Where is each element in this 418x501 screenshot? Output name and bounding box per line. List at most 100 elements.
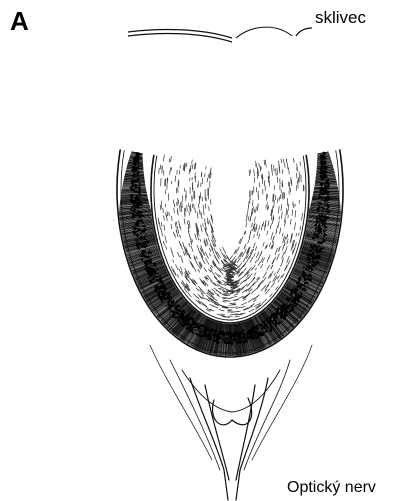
- pigment-dot: [326, 227, 328, 229]
- pigment-dot: [136, 175, 138, 177]
- pigment-dot: [312, 249, 313, 250]
- mesenchyme-stroke: [267, 231, 268, 235]
- mesenchyme-stroke: [247, 212, 248, 217]
- mesenchyme-stroke: [222, 280, 227, 283]
- pigment-dot: [324, 183, 326, 185]
- pigment-dot: [321, 166, 323, 168]
- mesenchyme-stroke: [282, 252, 285, 259]
- pigment-dot: [155, 289, 158, 292]
- panel-letter: A: [10, 8, 29, 34]
- pigment-dot: [239, 331, 241, 333]
- pigment-dot: [138, 225, 140, 227]
- pigment-dot: [290, 304, 292, 306]
- mesenchyme-stroke: [281, 159, 282, 163]
- pigment-dot: [325, 163, 326, 164]
- pigment-dot: [193, 329, 195, 331]
- pigment-dot: [205, 329, 208, 332]
- mesenchyme-stroke: [209, 253, 210, 256]
- mesenchyme-stroke: [261, 264, 263, 268]
- pigment-dot: [139, 237, 140, 238]
- pigment-dot: [318, 250, 321, 253]
- mesenchyme-stroke: [180, 267, 182, 271]
- pigment-dot: [140, 211, 143, 214]
- mesenchyme-stroke: [210, 304, 214, 306]
- pigment-dot: [219, 337, 222, 340]
- pigment-dot: [139, 202, 141, 204]
- mesenchyme-stroke: [258, 262, 260, 266]
- pigment-dot: [181, 322, 183, 324]
- pigment-dot: [138, 162, 140, 164]
- mesenchyme-stroke: [215, 265, 218, 269]
- pigment-dot: [308, 275, 309, 276]
- pigment-dot: [304, 289, 307, 292]
- pigment-dot: [301, 286, 303, 288]
- pigment-dot: [138, 165, 139, 166]
- pigment-dot: [162, 293, 165, 296]
- mesenchyme-stroke: [189, 211, 190, 215]
- mesenchyme-stroke: [256, 284, 261, 289]
- pigment-dot: [254, 336, 256, 338]
- pigment-dot: [190, 330, 193, 333]
- pigment-dot: [245, 340, 248, 343]
- pigment-dot: [139, 244, 141, 246]
- pigment-dot: [209, 329, 211, 331]
- pigment-dot: [320, 203, 322, 205]
- pigment-dot: [327, 211, 330, 214]
- pigment-dot: [133, 190, 135, 192]
- mesenchyme-stroke: [214, 288, 218, 291]
- pigment-dot: [180, 317, 182, 319]
- mesenchyme-stroke: [244, 268, 246, 271]
- pigment-dot: [135, 196, 137, 198]
- pigment-dot: [265, 323, 266, 324]
- mesenchyme-stroke: [199, 209, 200, 215]
- mesenchyme-stroke: [180, 226, 181, 230]
- pigment-dot: [281, 309, 284, 312]
- mesenchyme-stroke: [278, 206, 279, 214]
- pigment-dot: [316, 217, 318, 219]
- pigment-dot: [317, 241, 319, 243]
- mesenchyme-stroke: [238, 263, 242, 268]
- mesenchyme-stroke: [175, 222, 176, 228]
- pigment-dot: [327, 180, 328, 181]
- pigment-dot: [243, 333, 244, 334]
- mesenchyme-stroke: [207, 275, 212, 281]
- pigment-dot: [197, 334, 199, 336]
- mesenchyme-stroke: [241, 306, 245, 308]
- mesenchyme-stroke: [209, 248, 211, 252]
- pigment-dot: [159, 287, 161, 289]
- mesenchyme-stroke: [286, 208, 287, 216]
- pigment-dot: [284, 316, 286, 318]
- pigment-dot: [327, 216, 329, 218]
- mesenchyme-stroke: [197, 212, 198, 219]
- pigment-dot: [321, 164, 323, 166]
- pigment-dot: [323, 207, 324, 208]
- mesenchyme-stroke: [184, 218, 185, 224]
- pigment-dot: [224, 338, 226, 340]
- pigment-dot: [132, 193, 133, 194]
- pigment-dot: [183, 311, 185, 313]
- pigment-dot: [141, 245, 143, 247]
- mesenchyme-stroke: [255, 246, 257, 250]
- pigment-dot: [297, 282, 300, 285]
- pigment-dot: [148, 277, 150, 279]
- mesenchyme-stroke: [208, 238, 209, 242]
- mesenchyme-stroke: [280, 275, 282, 278]
- pigment-dot: [318, 202, 321, 205]
- pigment-dot: [229, 343, 230, 344]
- mesenchyme-stroke: [201, 257, 205, 264]
- pigment-dot: [321, 184, 322, 185]
- mesenchyme-stroke: [195, 234, 197, 240]
- pigment-dot: [256, 338, 257, 339]
- pigment-dot: [280, 316, 282, 318]
- mesenchyme-stroke: [176, 264, 179, 270]
- mesenchyme-stroke: [198, 269, 200, 273]
- mesenchyme-stroke: [248, 216, 249, 220]
- mesenchyme-stroke: [166, 246, 167, 250]
- pigment-dot: [320, 250, 322, 252]
- pigment-dot: [324, 219, 325, 220]
- pigment-dot: [237, 342, 239, 344]
- pigment-dot: [256, 327, 259, 330]
- pigment-dot: [322, 174, 325, 177]
- mesenchyme-stroke: [275, 248, 278, 255]
